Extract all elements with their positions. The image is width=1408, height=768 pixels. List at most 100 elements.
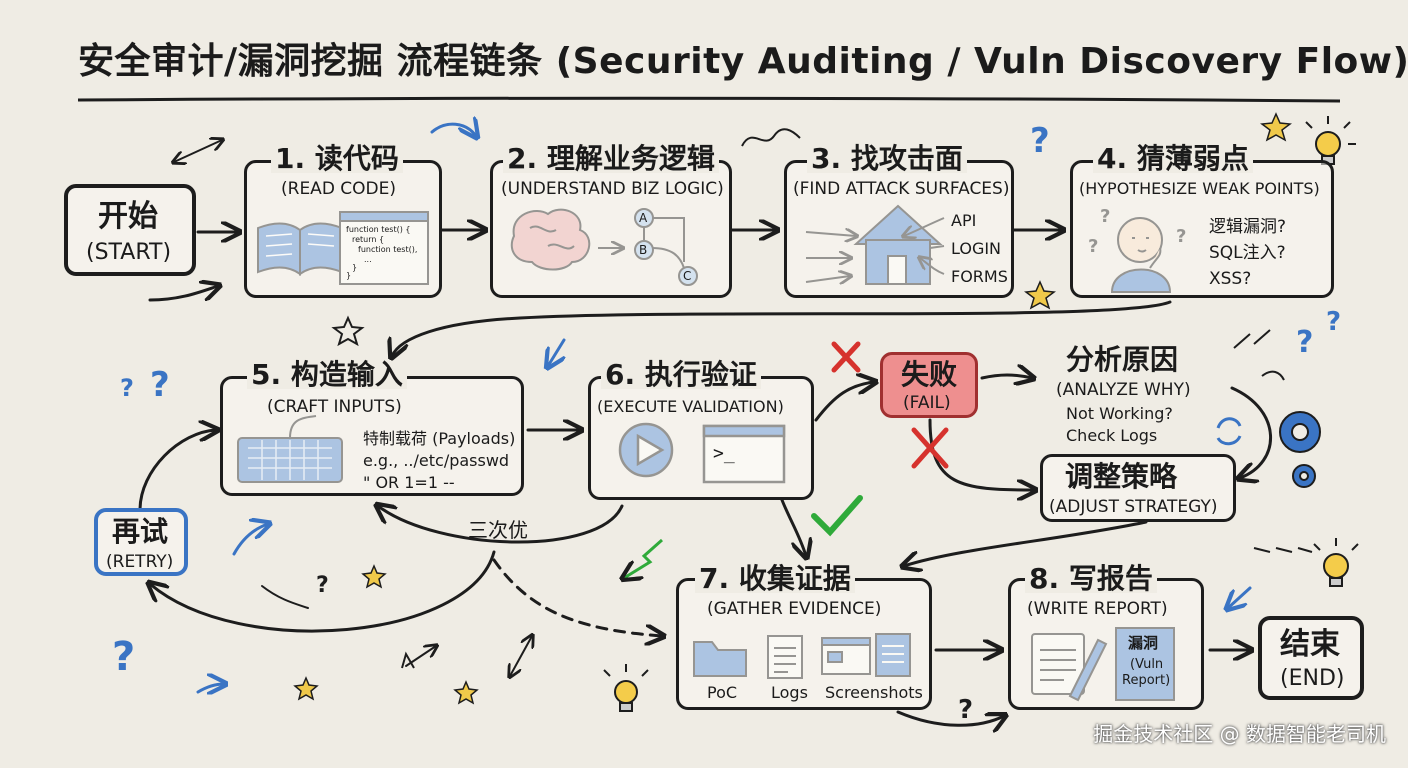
analyze-title: 分析原因 (1066, 343, 1179, 376)
question-mark-icon: ? (150, 365, 170, 405)
end-label-zh: 结束 (1280, 627, 1340, 662)
arrow-7-to-8-lower (896, 710, 1004, 725)
step-8-subtitle: (WRITE REPORT) (1027, 599, 1168, 619)
guess-sql-injection: SQL注入? (1209, 243, 1286, 263)
analyze-subtitle: (ANALYZE WHY) (1056, 380, 1191, 400)
watermark: 掘金技术社区 @ 数据智能老司机 (1093, 722, 1386, 746)
retry-label-zh: 再试 (112, 515, 169, 548)
arrow-4-to-5 (392, 300, 1172, 356)
loop-label: 三次优 (468, 518, 528, 542)
fail-node: 失败 (FAIL) (880, 352, 978, 418)
arrow-loop-to-retry (150, 550, 496, 633)
step-7-subtitle: (GATHER EVIDENCE) (707, 599, 882, 619)
step-5-title: 5. 构造输入 (247, 361, 407, 389)
arrow-doodle-4 (261, 585, 309, 609)
step-1-title: 1. 读代码 (271, 145, 403, 173)
check-icon (811, 495, 863, 537)
code-line: ... (364, 255, 372, 264)
terminal-prompt: >_ (713, 443, 735, 464)
arrow-doodle-3 (510, 636, 532, 676)
start-node: 开始 (START) (64, 184, 196, 276)
mark-doodle-2 (1261, 370, 1285, 381)
adjust-subtitle: (ADJUST STRATEGY) (1049, 497, 1218, 517)
surface-api: API (951, 211, 977, 230)
step-5-subtitle: (CRAFT INPUTS) (267, 397, 402, 417)
blue-arrow-5 (548, 338, 564, 366)
step-2-subtitle: (UNDERSTAND BIZ LOGIC) (501, 179, 724, 199)
arrow-6-to-fail (814, 382, 874, 422)
graph-node-b: B (639, 243, 648, 257)
end-node: 结束 (END) (1258, 616, 1364, 700)
mark-doodle-1 (1233, 329, 1271, 349)
lightbulb-icon (603, 664, 649, 712)
gear-icon (1279, 411, 1321, 488)
step-6-title: 6. 执行验证 (601, 361, 761, 389)
step-6-execute-validation: 6. 执行验证 (EXECUTE VALIDATION) >_ (588, 361, 814, 500)
lightbulb-icon (1305, 116, 1356, 165)
question-mark-icon: ? (112, 634, 135, 680)
question-mark-icon: ? (1030, 121, 1050, 161)
evidence-poc: PoC (707, 683, 738, 702)
step-3-title: 3. 找攻击面 (807, 145, 967, 173)
refresh-icon (1216, 417, 1242, 446)
arrow-doodle-1 (174, 140, 222, 162)
report-title-zh: 漏洞 (1128, 634, 1159, 652)
star-icon (361, 564, 387, 589)
end-label-en: (END) (1280, 666, 1345, 691)
analyze-note-check-logs: Check Logs (1066, 426, 1158, 445)
graph-node-c: C (683, 269, 692, 283)
evidence-logs: Logs (771, 683, 808, 702)
start-label-en: (START) (86, 240, 172, 265)
cross-icon (831, 341, 861, 373)
title-underline (77, 96, 1341, 103)
surface-forms: FORMS (951, 267, 1008, 286)
green-zigzag-arrow (624, 538, 663, 578)
arrow-start-in (148, 286, 218, 302)
fail-label-zh: 失败 (901, 358, 958, 391)
star-outline-icon (331, 315, 365, 347)
mark-doodle-3 (1253, 547, 1313, 553)
arrow-adjust-to-7 (904, 520, 1148, 566)
step-7-title: 7. 收集证据 (695, 565, 855, 593)
payload-label: 特制载荷 (Payloads) (363, 429, 516, 448)
blue-arrow-3 (196, 684, 224, 692)
star-icon (1260, 112, 1292, 142)
code-line: } (346, 271, 352, 280)
surface-login: LOGIN (951, 239, 1002, 258)
question-mark-icon: ? (1296, 325, 1313, 360)
start-label-zh: 开始 (98, 199, 158, 234)
step-1-read-code: 1. 读代码 (READ CODE) (244, 145, 442, 298)
step-8-title: 8. 写报告 (1025, 565, 1157, 593)
arrow-fail-to-adjust (928, 418, 1034, 490)
step-5-craft-inputs: 5. 构造输入 (CRAFT INPUTS) 特制载荷 (Payloads) e… (220, 361, 524, 496)
lightbulb-icon (1313, 538, 1359, 587)
adjust-strategy-node: 调整策略 (ADJUST STRATEGY) (1040, 454, 1236, 522)
step-8-write-report: 8. 写报告 (WRITE REPORT) (1008, 565, 1204, 710)
graph-node-a: A (639, 211, 648, 225)
blue-arrow-1 (430, 124, 476, 136)
evidence-screenshots: Screenshots (825, 683, 923, 702)
code-line: } (352, 263, 358, 272)
step-6-subtitle: (EXECUTE VALIDATION) (597, 397, 784, 416)
step-4-title: 4. 猜薄弱点 (1093, 145, 1253, 173)
arrow-6-loop-back (378, 506, 624, 544)
fail-label-en: (FAIL) (903, 393, 951, 413)
question-mark-icon: ? (958, 695, 973, 725)
cross-icon (911, 427, 949, 469)
adjust-title: 调整策略 (1065, 460, 1178, 493)
analyze-note-not-working: Not Working? (1066, 404, 1173, 423)
step-4-subtitle: (HYPOTHESIZE WEAK POINTS) (1079, 179, 1320, 198)
code-line: function test() { (346, 225, 411, 234)
code-line: function test(), (358, 245, 418, 254)
arrow-6-to-7 (780, 498, 806, 556)
retry-node: 再试 (RETRY) (94, 508, 188, 576)
step-2-title: 2. 理解业务逻辑 (503, 145, 719, 173)
question-mark-icon: ? (1326, 307, 1341, 337)
star-icon (453, 680, 479, 705)
arrow-analyze-to-adjust (1230, 386, 1273, 478)
dashed-loop-to-7 (492, 558, 662, 636)
mark-doodle-4 (401, 651, 415, 669)
step-2-understand-logic: 2. 理解业务逻辑 (UNDERSTAND BIZ LOGIC) (490, 145, 732, 298)
star-icon (293, 676, 319, 701)
